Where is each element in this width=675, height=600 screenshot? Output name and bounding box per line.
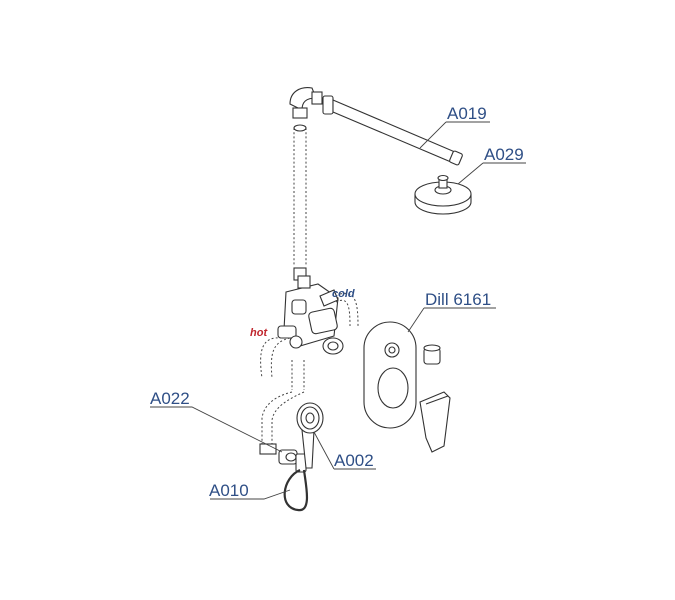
elbow-fitting: [289, 87, 323, 119]
cold-tag: cold: [332, 288, 355, 300]
shower-hose: [283, 468, 309, 512]
leader-lines: [150, 121, 526, 500]
callout-dill-6161: Dill 6161: [425, 290, 491, 309]
mixer-handle: [419, 344, 451, 453]
riser-pipe: [293, 124, 307, 281]
shower-arm: [322, 95, 463, 166]
mixer-valve-body: [277, 275, 344, 355]
supply-pipes: [260, 292, 359, 390]
callout-a010: A010: [209, 481, 249, 500]
callout-a002: A002: [334, 451, 374, 470]
callout-a019: A019: [447, 104, 487, 123]
hand-shower: [296, 402, 324, 469]
wall-outlet: [278, 449, 307, 473]
cover-plate: [363, 321, 417, 429]
hot-tag: hot: [250, 327, 268, 339]
callout-a029: A029: [484, 145, 524, 164]
head-shower: [414, 174, 472, 215]
callout-a022: A022: [150, 389, 190, 408]
